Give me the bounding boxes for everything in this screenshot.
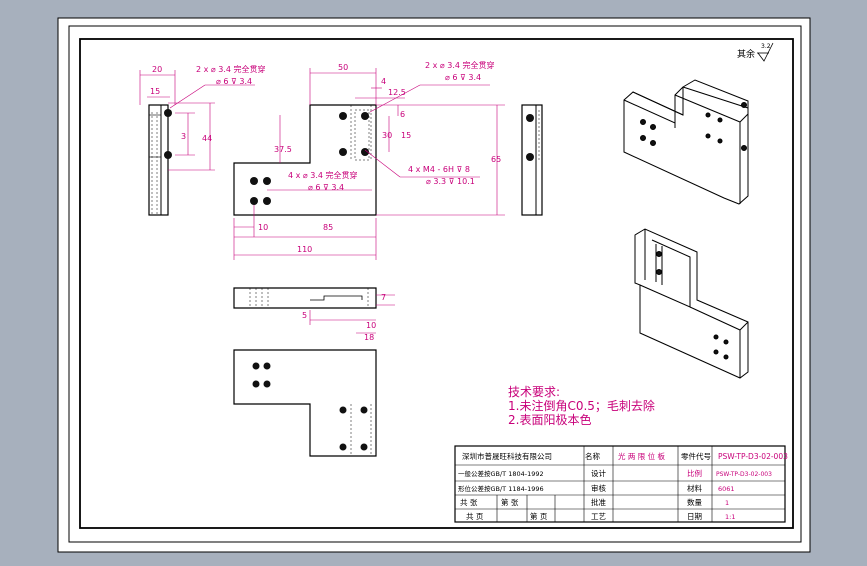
dim-7: 7 — [381, 293, 386, 302]
notes-title: 技术要求: — [508, 385, 560, 399]
pages-total: 共 页 — [466, 512, 484, 521]
dim-44: 44 — [202, 134, 212, 143]
isometric-view-1 — [623, 79, 749, 205]
tap-note-line2: ⌀ 3.3 ⊽ 10.1 — [426, 177, 475, 186]
material-value: 6061 — [718, 485, 735, 493]
dim-3: 3 — [181, 132, 186, 141]
title-block: 深圳市普晟旺科技有限公司 名称 光 两 限 位 板 零件代号 PSW-TP-D3… — [454, 445, 788, 523]
material-label: 材料 — [687, 483, 702, 493]
dim-15v: 15 — [401, 131, 411, 140]
company-name: 深圳市普晟旺科技有限公司 — [462, 451, 552, 461]
part-name: 光 两 限 位 板 — [618, 451, 666, 461]
drawn-label: 设计 — [591, 468, 606, 478]
dim-12-5: 12.5 — [388, 88, 406, 97]
side-view-right — [521, 104, 543, 216]
sheet-frame — [68, 25, 802, 543]
approved-label: 批准 — [591, 497, 606, 507]
scale-value: 1:1 — [725, 513, 735, 521]
dim-5: 5 — [302, 311, 307, 320]
top-view-dim-text: 5 7 10 18 — [302, 293, 386, 342]
code-label: 零件代号 — [681, 451, 711, 461]
hole-note-bottom-line1: 4 x ⌀ 3.4 完全贯穿 — [288, 170, 358, 180]
top-view — [233, 287, 377, 309]
dim-30: 30 — [382, 131, 392, 140]
sheet-number: 第 张 — [501, 497, 519, 507]
dim-110: 110 — [297, 245, 312, 254]
hole-note-bottom-line2: ⌀ 6 ⊽ 3.4 — [308, 183, 344, 192]
notes-line2: 2.表面阳极本色 — [508, 413, 591, 427]
dim-6: 6 — [400, 110, 405, 119]
isometric-view-2 — [634, 228, 749, 379]
side-view-dimensions — [139, 70, 255, 171]
qty-label: 数量 — [687, 497, 702, 507]
hole-note-tl-line2: ⌀ 6 ⊽ 3.4 — [216, 77, 252, 86]
roughness-symbol: 其余 3.2 — [737, 42, 774, 62]
dim-85: 85 — [323, 223, 333, 232]
front-view-dimensions — [233, 68, 505, 260]
sheet-count: 共 张 — [460, 498, 478, 507]
geometric-tolerance: 形位公差按GB/T 1184-1996 — [458, 484, 544, 493]
code-repeat: PSW-TP-D3-02-003 — [716, 471, 772, 478]
dim-65: 65 — [491, 155, 501, 164]
notes-line1: 1.未注倒角C0.5；毛刺去除 — [508, 398, 655, 413]
dim-50: 50 — [338, 63, 348, 72]
side-view-dim-text: 20 15 3 44 2 x ⌀ 3.4 完全贯穿 ⌀ 6 ⊽ 3.4 — [150, 64, 266, 143]
general-tolerance: 一般公差按GB/T 1804-1992 — [458, 469, 544, 478]
hole-note-tr-line2: ⌀ 6 ⊽ 3.4 — [445, 73, 481, 82]
date-label: 日期 — [687, 512, 702, 521]
dim-20: 20 — [152, 65, 162, 74]
part-code: PSW-TP-D3-02-003 — [718, 452, 788, 461]
side-view-left — [148, 104, 172, 216]
hole-note-tl-line1: 2 x ⌀ 3.4 完全贯穿 — [196, 64, 266, 74]
front-view-dim-text: 50 4 12.5 6 30 15 37.5 65 10 85 110 2 x … — [258, 60, 501, 254]
drawing-border — [79, 38, 794, 529]
process-label: 工艺 — [591, 512, 606, 521]
dim-10-top: 10 — [366, 321, 376, 330]
top-view-dimensions — [309, 294, 395, 334]
dim-15: 15 — [150, 87, 160, 96]
checked-label: 审核 — [591, 483, 606, 493]
name-label: 名称 — [585, 451, 600, 461]
dim-18: 18 — [364, 333, 374, 342]
dim-10: 10 — [258, 223, 268, 232]
page-number: 第 页 — [530, 511, 548, 521]
tap-note-line1: 4 x M4 - 6H ⊽ 8 — [408, 165, 470, 174]
roughness-value: 3.2 — [761, 43, 771, 50]
scale-label: 比例 — [687, 468, 702, 478]
bottom-view — [233, 349, 377, 457]
qty-value: 1 — [725, 499, 729, 507]
dim-37-5: 37.5 — [274, 145, 292, 154]
dim-4: 4 — [381, 77, 386, 86]
technical-notes: 技术要求: 1.未注倒角C0.5；毛刺去除 2.表面阳极本色 — [508, 385, 655, 427]
roughness-label: 其余 — [737, 48, 755, 60]
hole-note-tr-line1: 2 x ⌀ 3.4 完全贯穿 — [425, 60, 495, 70]
